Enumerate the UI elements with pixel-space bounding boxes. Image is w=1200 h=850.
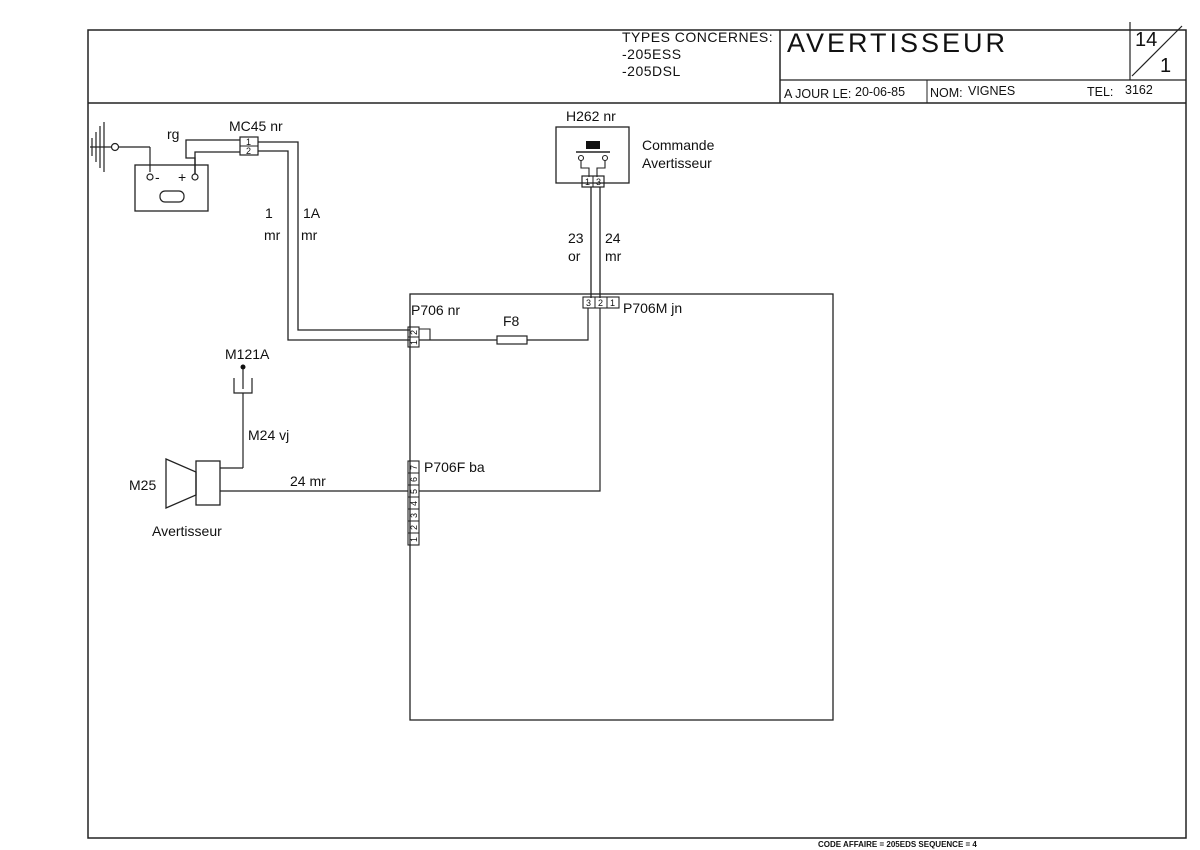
commande-label-line2: Avertisseur: [642, 155, 712, 171]
p706f-pin-1: 1: [409, 537, 419, 542]
battery-minus-label: -: [155, 169, 160, 185]
mc45-connector: 1 2: [239, 136, 259, 156]
wire-1-color: mr: [264, 227, 281, 243]
title-block: TYPES CONCERNES: -205ESS -205DSL AVERTIS…: [88, 22, 1186, 104]
fuse-f8: [496, 335, 528, 345]
p706-label: P706 nr: [411, 302, 460, 318]
sheet-title: AVERTISSEUR: [787, 28, 1008, 58]
type-205dsl: -205DSL: [622, 63, 681, 79]
rg-label: rg: [167, 126, 179, 142]
p706m-pin-3: 3: [586, 298, 591, 308]
p706f-pin-6: 6: [409, 477, 419, 482]
battery-icon: - +: [134, 164, 209, 212]
m24-label: M24 vj: [248, 427, 289, 443]
mc45-label: MC45 nr: [229, 118, 283, 134]
wire-1-number: 1: [265, 205, 273, 221]
h262-pin-1: 1: [585, 177, 590, 187]
h262-pin-3: 3: [596, 177, 601, 187]
p706f-pin-5: 5: [409, 489, 419, 494]
p706m-label: P706M jn: [623, 300, 682, 316]
p706-pin-2: 2: [409, 330, 419, 335]
h262-connector: 1 3: [581, 175, 605, 188]
h262-label: H262 nr: [566, 108, 616, 124]
p706f-pin-3: 3: [409, 513, 419, 518]
date-label: A JOUR LE:: [784, 87, 851, 101]
wire-24-number: 24: [605, 230, 621, 246]
p706m-pin-2: 2: [598, 298, 603, 308]
wire-24-color: mr: [605, 248, 622, 264]
m25-label: M25: [129, 477, 156, 493]
p706-pin-1: 1: [409, 340, 419, 345]
fuse-box-module: [409, 293, 834, 721]
wire-23-number: 23: [568, 230, 584, 246]
name-value: VIGNES: [968, 84, 1015, 98]
wire-1a: [258, 150, 410, 341]
p706f-label: P706F ba: [424, 459, 485, 475]
wire-1: [258, 141, 410, 331]
fuse-f8-label: F8: [503, 313, 520, 329]
drawing-frame: [87, 29, 1187, 839]
sheet-number: 14: [1135, 29, 1157, 51]
commande-label-line1: Commande: [642, 137, 715, 153]
p706f-pin-7: 7: [409, 465, 419, 470]
p706-connector: 2 1: [407, 326, 431, 348]
footer-code: CODE AFFAIRE = 205EDS SEQUENCE = 4: [818, 840, 977, 849]
wire-24mr-label: 24 mr: [290, 473, 326, 489]
name-label: NOM:: [930, 86, 963, 100]
p706f-connector: 7 6 5 4 3 2 1: [407, 460, 420, 546]
horn-switch-box: [555, 126, 630, 184]
types-concernes-title: TYPES CONCERNES:: [622, 29, 773, 45]
battery-plus-label: +: [178, 169, 186, 185]
type-205ess: -205ESS: [622, 46, 682, 62]
avertisseur-label: Avertisseur: [152, 523, 222, 539]
ground-icon: [90, 122, 151, 172]
p706m-connector: 3 2 1: [582, 296, 620, 309]
horn-icon: [165, 458, 221, 509]
tel-label: TEL:: [1087, 85, 1113, 99]
p706f-pin-2: 2: [409, 525, 419, 530]
sheet-subnumber: 1: [1160, 55, 1171, 77]
mc45-pin-2: 2: [246, 146, 251, 156]
p706f-pin-4: 4: [409, 501, 419, 506]
wire-23-color: or: [568, 248, 581, 264]
ground-point-icon: [220, 364, 253, 469]
p706m-pin-1: 1: [610, 298, 615, 308]
mc45-pin-1: 1: [246, 137, 251, 147]
wire-1a-number: 1A: [303, 205, 321, 221]
m121a-label: M121A: [225, 346, 270, 362]
date-value: 20-06-85: [855, 85, 905, 99]
wire-1a-color: mr: [301, 227, 318, 243]
tel-value: 3162: [1125, 83, 1153, 97]
